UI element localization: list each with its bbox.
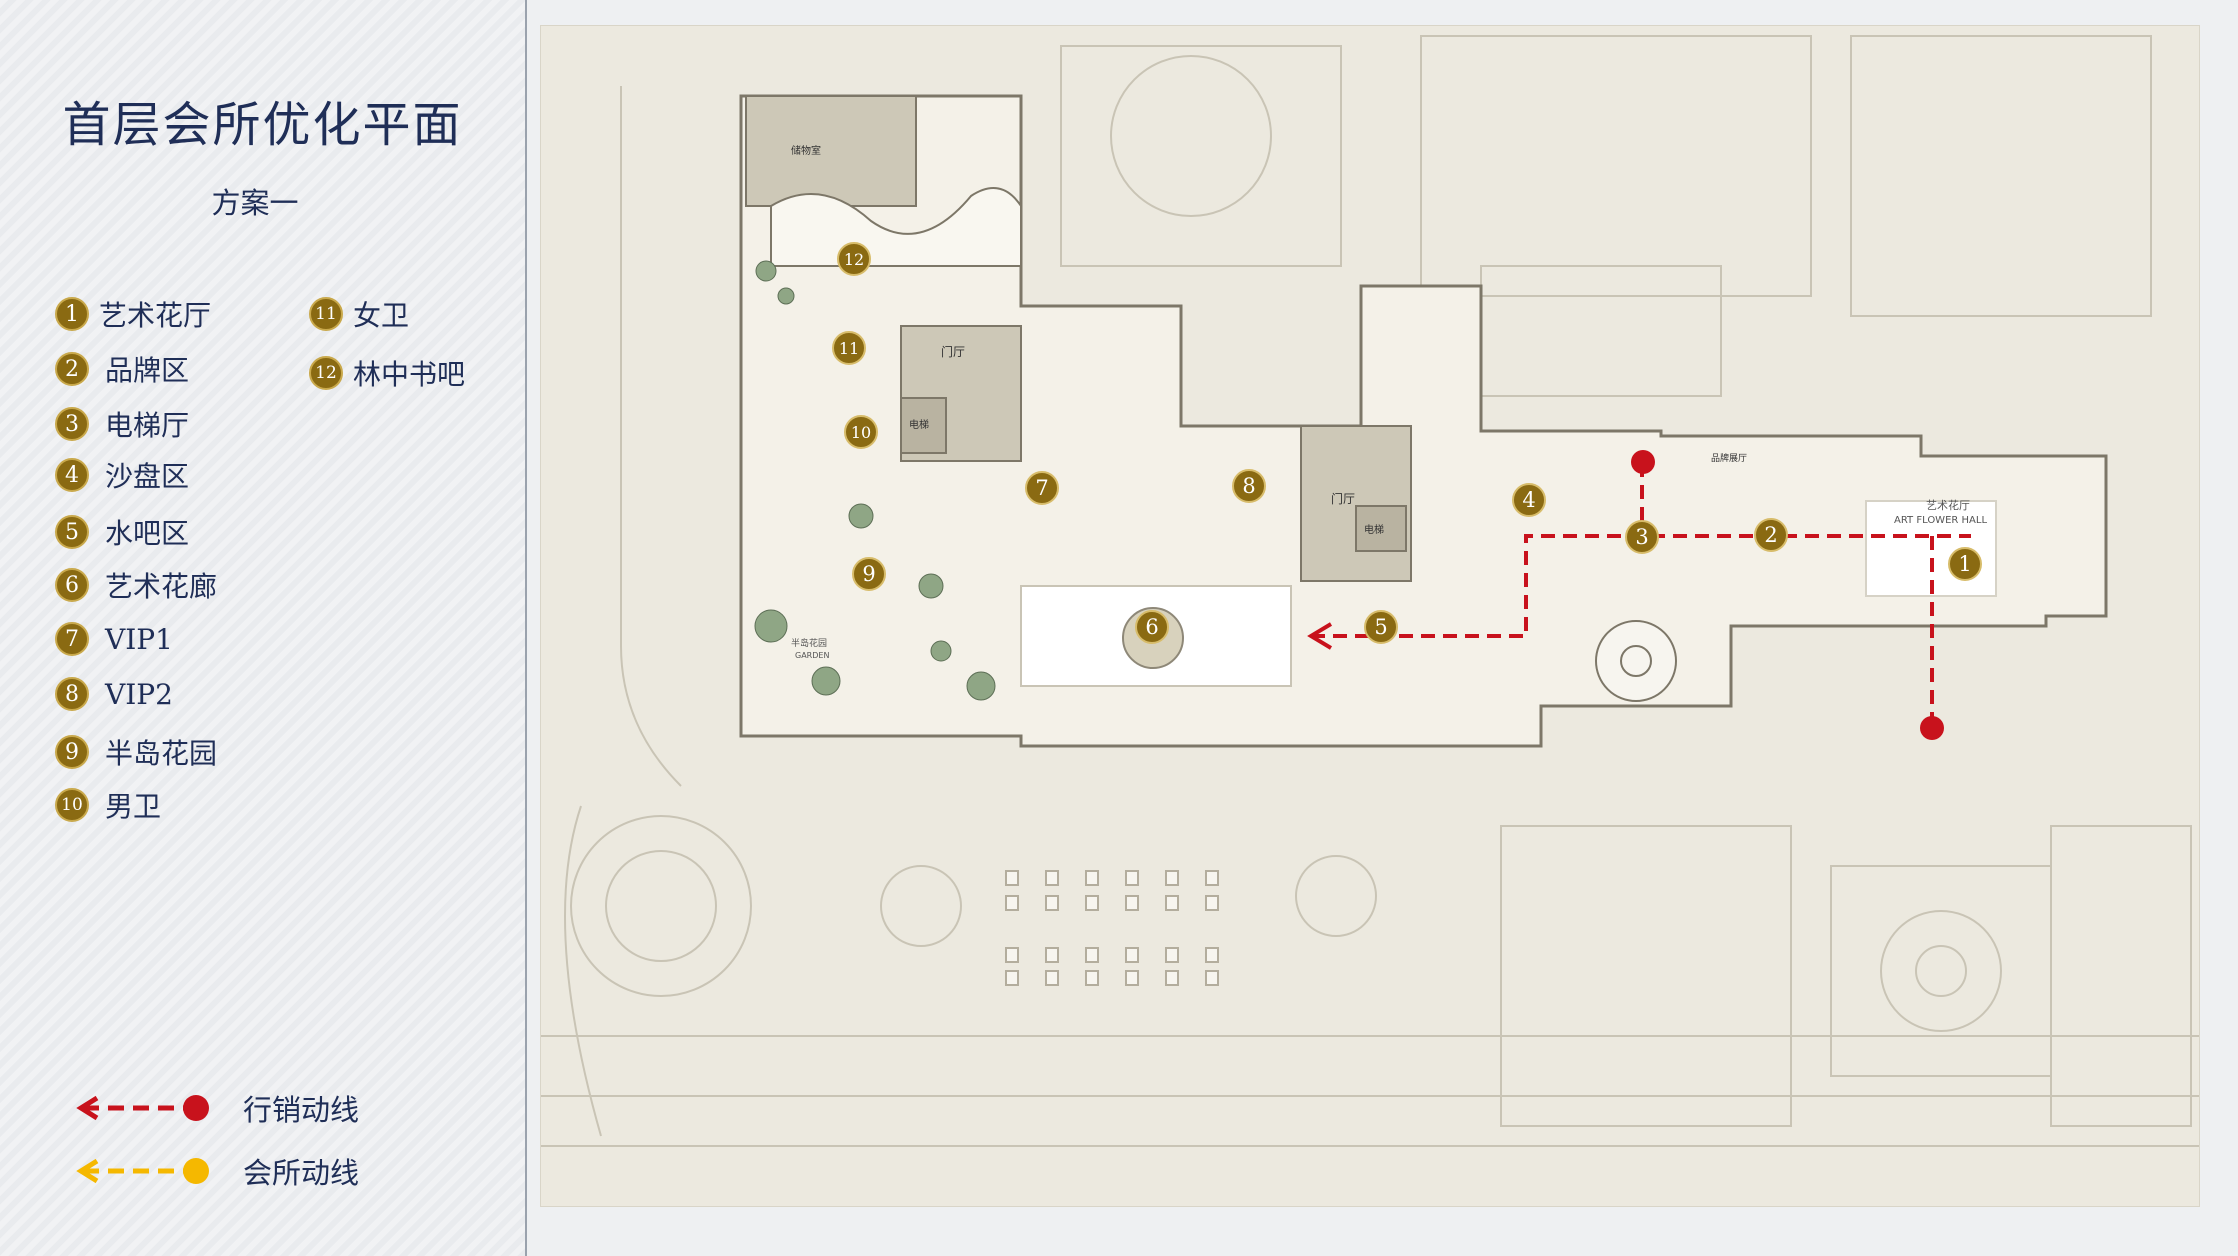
lobby-right: [1300, 425, 1412, 582]
plan-label-elevator-left: 电梯: [909, 418, 929, 431]
legend-label: VIP1: [105, 622, 173, 656]
page-title: 首层会所优化平面: [62, 97, 463, 153]
legend-number: 7: [55, 622, 89, 656]
plan-label-brand: 品牌展厅: [1711, 452, 1747, 464]
plan-marker-6: 6: [1135, 610, 1169, 644]
sales-route-symbol: [76, 1095, 209, 1121]
legend-label: 艺术花厅: [99, 299, 212, 332]
plan-marker-11: 11: [832, 331, 866, 365]
plan-label-garden: 半岛花园: [791, 637, 827, 649]
sales-route-start: [1631, 450, 1655, 474]
plan-label-garden-en: GARDEN: [795, 651, 829, 660]
plan-label-storage: 储物室: [791, 144, 821, 157]
plan-label-lobby-left: 门厅: [941, 344, 965, 359]
storage-room: [745, 95, 917, 207]
legend-item-2: 2 品牌区: [55, 349, 189, 389]
legend-number: 4: [55, 458, 89, 492]
plan-marker-10: 10: [844, 415, 878, 449]
plan-marker-8: 8: [1232, 469, 1266, 503]
route-label: 会所动线: [243, 1156, 360, 1190]
legend-label: 艺术花廊: [105, 570, 218, 603]
legend-number: 8: [55, 677, 89, 711]
plan-marker-9: 9: [852, 557, 886, 591]
plan-marker-12: 12: [837, 242, 871, 276]
legend-label: 品牌区: [105, 354, 190, 387]
plan-marker-4: 4: [1512, 483, 1546, 517]
legend-label: 电梯厅: [105, 409, 190, 442]
route-legend-sales: 行销动线: [75, 1087, 359, 1129]
legend-number: 10: [55, 788, 89, 822]
legend-label: 水吧区: [105, 517, 190, 550]
legend-number: 12: [309, 356, 343, 390]
club-route-symbol: [76, 1158, 209, 1184]
legend-number: 1: [55, 297, 89, 331]
plan-marker-5: 5: [1364, 610, 1398, 644]
legend-label: 男卫: [105, 790, 162, 823]
legend-number: 9: [55, 735, 89, 769]
floor-plan: 艺术花厅 ART FLOWER HALL 门厅 门厅 电梯 电梯 半岛花园 GA…: [540, 25, 2200, 1207]
plan-marker-1: 1: [1948, 547, 1982, 581]
legend-number: 2: [55, 352, 89, 386]
legend-number: 6: [55, 568, 89, 602]
plan-label-art-flower-hall: 艺术花厅: [1926, 499, 1970, 512]
plan-marker-3: 3: [1625, 520, 1659, 554]
legend-item-3: 3 电梯厅: [55, 404, 189, 444]
legend-number: 5: [55, 515, 89, 549]
legend-item-8: 8 VIP2: [55, 677, 173, 711]
legend-item-1: 1 艺术花厅: [55, 294, 211, 334]
legend-item-6: 6 艺术花廊: [55, 565, 217, 605]
legend-number: 3: [55, 407, 89, 441]
legend-label: VIP2: [105, 677, 173, 711]
legend-item-12: 12 林中书吧: [309, 353, 465, 393]
legend-label: 女卫: [353, 299, 410, 332]
page-subtitle: 方案一: [211, 186, 299, 220]
legend-number: 11: [309, 297, 343, 331]
legend-label: 林中书吧: [353, 358, 466, 391]
plan-label-elevator-right: 电梯: [1364, 523, 1384, 536]
legend-panel: 首层会所优化平面 方案一 1 艺术花厅 2 品牌区 3 电梯厅 4 沙盘区 5 …: [0, 0, 527, 1256]
route-label: 行销动线: [243, 1093, 360, 1127]
route-legend-club: 会所动线: [75, 1150, 359, 1192]
plan-label-lobby-right: 门厅: [1331, 491, 1355, 506]
sales-route-end: [1920, 716, 1944, 740]
plan-label-art-flower-hall-en: ART FLOWER HALL: [1894, 515, 1987, 526]
floor-plan-drawing: 艺术花厅 ART FLOWER HALL 门厅 门厅 电梯 电梯 半岛花园 GA…: [541, 35, 2199, 1147]
plan-marker-7: 7: [1025, 471, 1059, 505]
legend-label: 半岛花园: [105, 737, 218, 770]
legend-item-7: 7 VIP1: [55, 622, 173, 656]
legend-item-4: 4 沙盘区: [55, 455, 189, 495]
legend-item-5: 5 水吧区: [55, 512, 189, 552]
legend-label: 沙盘区: [105, 460, 190, 493]
legend-item-11: 11 女卫: [309, 294, 409, 334]
plan-marker-2: 2: [1754, 518, 1788, 552]
legend-item-10: 10 男卫: [55, 785, 161, 825]
legend-item-9: 9 半岛花园: [55, 732, 217, 772]
